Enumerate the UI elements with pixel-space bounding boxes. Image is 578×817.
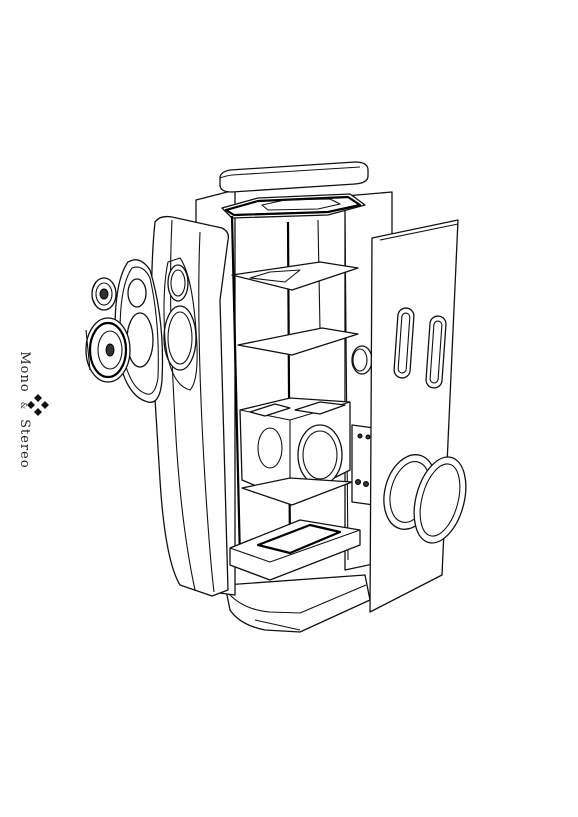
side-panel — [369, 219, 459, 613]
diamond-cross-icon — [27, 394, 49, 416]
front-baffle — [150, 215, 230, 597]
terminal-plate — [351, 424, 375, 506]
port-hole — [351, 345, 373, 375]
port-rings — [383, 454, 467, 544]
brand-word-2: Stereo — [17, 419, 32, 469]
tweeter-driver — [91, 277, 117, 311]
top-cap — [219, 161, 369, 193]
top-plate — [221, 193, 366, 219]
woofer-driver — [85, 317, 131, 383]
internal-frame — [229, 214, 361, 581]
base-plinth — [224, 574, 371, 633]
brand-word-1: Mono — [17, 351, 32, 393]
